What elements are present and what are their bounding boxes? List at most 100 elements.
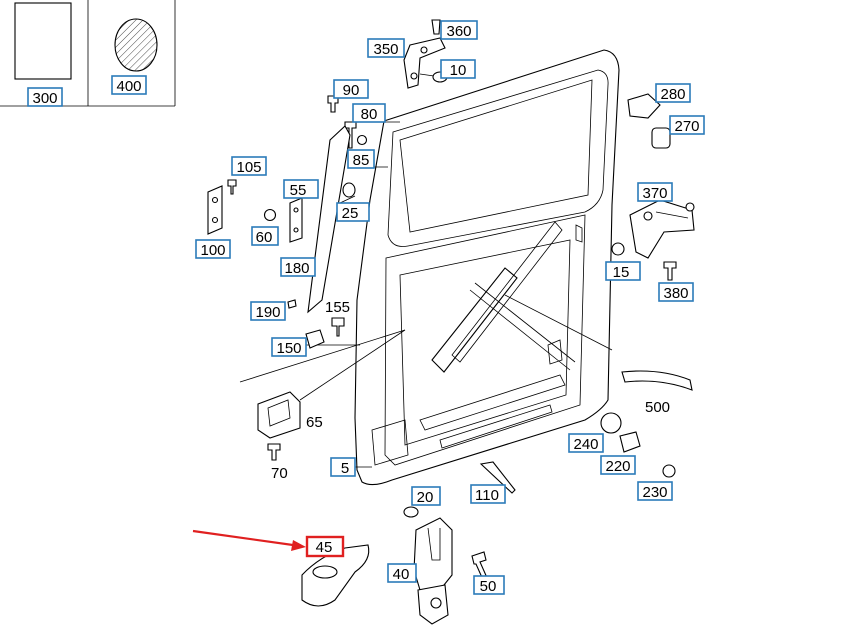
plain-labels: 155 65 70 500 xyxy=(271,299,670,482)
callout-45[interactable]: 45 xyxy=(305,535,345,558)
svg-text:150: 150 xyxy=(276,340,301,357)
part-240-disc xyxy=(600,412,622,434)
part-150-buffer xyxy=(305,329,325,349)
callout-150[interactable]: 150 xyxy=(271,337,307,357)
left-side-fasteners xyxy=(287,299,345,349)
callout-80[interactable]: 80 xyxy=(352,103,386,123)
callout-5[interactable]: 5 xyxy=(330,457,356,477)
part-230-nut xyxy=(662,464,676,478)
label-65[interactable]: 65 xyxy=(306,414,323,431)
callouts: 300 400 360 350 10 90 80 85 105 55 25 10… xyxy=(27,20,705,595)
svg-text:90: 90 xyxy=(343,82,360,99)
svg-text:240: 240 xyxy=(573,436,598,453)
lower-right-parts xyxy=(600,412,676,478)
svg-text:85: 85 xyxy=(353,152,370,169)
door-frame-part-5 xyxy=(354,49,620,486)
part-80-nut xyxy=(356,134,368,146)
part-300-panel-shape xyxy=(14,2,72,80)
callout-180[interactable]: 180 xyxy=(280,257,316,277)
highlight-arrow xyxy=(192,529,306,551)
part-180-guide-strip xyxy=(307,125,351,314)
part-60-bolt xyxy=(263,208,277,222)
callout-60[interactable]: 60 xyxy=(251,226,279,246)
svg-text:105: 105 xyxy=(236,159,261,176)
callout-40[interactable]: 40 xyxy=(387,563,417,583)
callout-230[interactable]: 230 xyxy=(637,481,673,501)
part-110-pin xyxy=(479,461,516,494)
svg-text:5: 5 xyxy=(341,460,349,477)
part-280-plate xyxy=(627,93,661,119)
callout-85[interactable]: 85 xyxy=(347,149,375,169)
callout-110[interactable]: 110 xyxy=(470,484,506,504)
svg-text:55: 55 xyxy=(290,182,307,199)
callout-20[interactable]: 20 xyxy=(411,486,441,506)
callout-380[interactable]: 380 xyxy=(658,282,694,302)
upper-hinge-parts xyxy=(403,19,448,89)
part-270-spring xyxy=(651,127,671,149)
callout-190[interactable]: 190 xyxy=(250,301,286,321)
callout-280[interactable]: 280 xyxy=(655,83,691,103)
part-380-bolt xyxy=(663,261,677,281)
callout-300[interactable]: 300 xyxy=(27,87,63,107)
svg-text:45: 45 xyxy=(316,539,333,556)
callout-15[interactable]: 15 xyxy=(605,261,641,281)
callout-55[interactable]: 55 xyxy=(283,179,319,199)
svg-text:300: 300 xyxy=(32,90,57,107)
svg-text:100: 100 xyxy=(200,242,225,259)
callout-360[interactable]: 360 xyxy=(440,20,478,40)
part-65-block xyxy=(257,391,301,439)
part-500-seal xyxy=(621,370,693,391)
callout-105[interactable]: 105 xyxy=(231,156,267,176)
callout-25[interactable]: 25 xyxy=(336,202,370,222)
svg-text:25: 25 xyxy=(342,205,359,222)
part-400-round-plug-shape xyxy=(114,18,158,72)
part-40-lower-hinge xyxy=(413,517,489,625)
part-105-screw xyxy=(227,179,237,195)
svg-text:60: 60 xyxy=(256,229,273,246)
bracket-55 xyxy=(263,197,303,243)
svg-text:20: 20 xyxy=(417,489,434,506)
part-25-grommet xyxy=(342,182,356,198)
callout-400[interactable]: 400 xyxy=(111,75,147,95)
svg-text:180: 180 xyxy=(284,260,309,277)
svg-text:220: 220 xyxy=(605,458,630,475)
svg-text:380: 380 xyxy=(663,285,688,302)
callout-350[interactable]: 350 xyxy=(367,38,405,58)
part-20-washer xyxy=(403,506,419,518)
label-70[interactable]: 70 xyxy=(271,465,288,482)
svg-text:10: 10 xyxy=(450,62,467,79)
striker-100 xyxy=(207,179,237,235)
callout-10[interactable]: 10 xyxy=(440,59,476,79)
callout-90[interactable]: 90 xyxy=(333,79,369,99)
part-220-roller xyxy=(619,431,641,453)
svg-text:350: 350 xyxy=(373,41,398,58)
lower-left-parts xyxy=(257,391,301,461)
svg-text:190: 190 xyxy=(255,304,280,321)
part-190-screw xyxy=(287,299,297,309)
svg-text:230: 230 xyxy=(642,484,667,501)
part-360-bolt xyxy=(431,19,441,35)
svg-text:370: 370 xyxy=(642,185,667,202)
svg-text:360: 360 xyxy=(446,23,471,40)
svg-text:110: 110 xyxy=(475,487,499,504)
label-500[interactable]: 500 xyxy=(645,399,670,416)
svg-text:50: 50 xyxy=(480,578,497,595)
callout-270[interactable]: 270 xyxy=(669,115,705,135)
part-70-bolt xyxy=(267,443,281,461)
upper-right-parts xyxy=(627,93,671,149)
part-15-washer xyxy=(611,242,625,256)
part-155-bolt xyxy=(331,317,345,337)
svg-text:15: 15 xyxy=(613,264,630,281)
callout-370[interactable]: 370 xyxy=(637,182,673,202)
svg-text:80: 80 xyxy=(361,106,378,123)
callout-50[interactable]: 50 xyxy=(473,575,505,595)
callout-100[interactable]: 100 xyxy=(195,239,231,259)
svg-text:400: 400 xyxy=(116,78,141,95)
legend-frame xyxy=(0,0,176,107)
callout-240[interactable]: 240 xyxy=(568,433,604,453)
svg-text:40: 40 xyxy=(393,566,410,583)
label-155[interactable]: 155 xyxy=(325,299,350,316)
callout-220[interactable]: 220 xyxy=(600,455,636,475)
svg-text:280: 280 xyxy=(660,86,685,103)
